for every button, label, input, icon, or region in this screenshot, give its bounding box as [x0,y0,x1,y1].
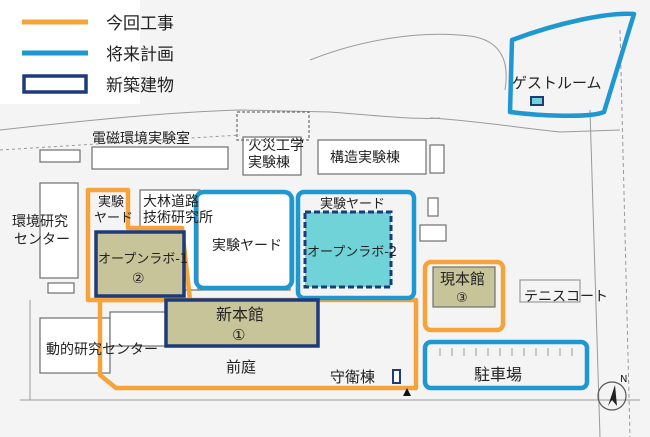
label-north: N [620,374,627,385]
label-emc-lab: 電磁環境実験室 [92,130,190,147]
current-outline-main [97,297,419,391]
small-building-2 [427,197,439,217]
label-obayashi-2: 技術研究所 [143,210,213,226]
label-new-main-num: ① [232,326,245,344]
label-fire-lab-2: 実験棟 [248,155,290,171]
new-buildings [94,96,544,384]
legend-new-label: 新築建物 [106,76,174,96]
label-exp-yard-top: 実験ヤード [320,196,385,212]
label-parking: 駐車場 [474,365,522,384]
future-outline-yard-center [193,189,295,291]
guest-room-marker [530,96,544,106]
site-background [0,29,640,437]
label-open-lab1-num: ② [132,271,145,287]
legend: 今回工事 将来計画 新築建物 [0,0,174,104]
label-new-main: 新本館 [216,305,264,324]
label-exp-yard-center: 実験ヤード [212,238,282,254]
north-arrow-ring [597,381,627,411]
label-exp-yard-small-2: ヤード [94,211,133,226]
new-main-building [164,298,320,348]
north-arrow: N [597,374,627,411]
guard-house-marker [392,369,401,384]
current-outline-main-hall [422,259,506,333]
parking-stripes [439,348,573,356]
label-env-research-1: 環境研究 [12,214,68,230]
label-guest-room: ゲストルーム [512,74,602,92]
map-labels: ゲストルーム 電磁環境実験室 火災工学 実験棟 構造実験棟 環境研究 センター … [12,74,608,386]
fire-lab-building [242,136,302,176]
existing-buildings [39,111,581,374]
label-obayashi-1: 大林道路 [143,194,199,210]
current-construction-areas [85,187,506,391]
label-open-lab2: オープンラボ-2 [307,245,397,260]
legend-new-swatch [22,74,88,94]
tennis-court [519,279,581,303]
open-lab1-building [94,230,186,298]
label-open-lab1: オープンラボ-1 [98,252,188,267]
env-research-building [39,182,79,279]
label-struct-lab: 構造実験棟 [330,150,400,166]
struct-lab-building [317,139,427,175]
future-outline-guest [507,11,637,118]
label-dynamic: 動的研究センター [46,342,158,358]
legend-future-label: 将来計画 [106,45,174,65]
label-fire-lab-1: 火災工学 [248,138,304,154]
future-plan-areas [193,11,637,391]
north-arrow-needle [608,385,617,406]
fire-lab-ring [236,111,310,141]
label-current-main-num: ③ [456,291,468,306]
small-building-1 [47,282,75,294]
label-courtyard: 前庭 [226,358,256,376]
label-tennis: テニスコート [524,289,608,305]
future-outline-parking [422,339,590,391]
current-outline-west [85,187,193,303]
label-env-research-2: センター [14,232,70,248]
emc-lab-annex [39,149,81,163]
entrance-arrow [403,388,411,396]
open-lab2-building [303,210,393,289]
label-current-main: 現本館 [440,270,485,288]
current-main-building [432,266,496,308]
future-outline-yard-lab2 [295,189,417,301]
label-exp-yard-small-1: 実験 [98,194,124,210]
struct-lab-annex [429,144,445,174]
label-guard: 守衛棟 [330,368,375,386]
emc-lab-building [91,146,229,170]
legend-current-label: 今回工事 [106,14,174,34]
small-building-3 [419,224,447,242]
front-row-building [109,311,167,347]
